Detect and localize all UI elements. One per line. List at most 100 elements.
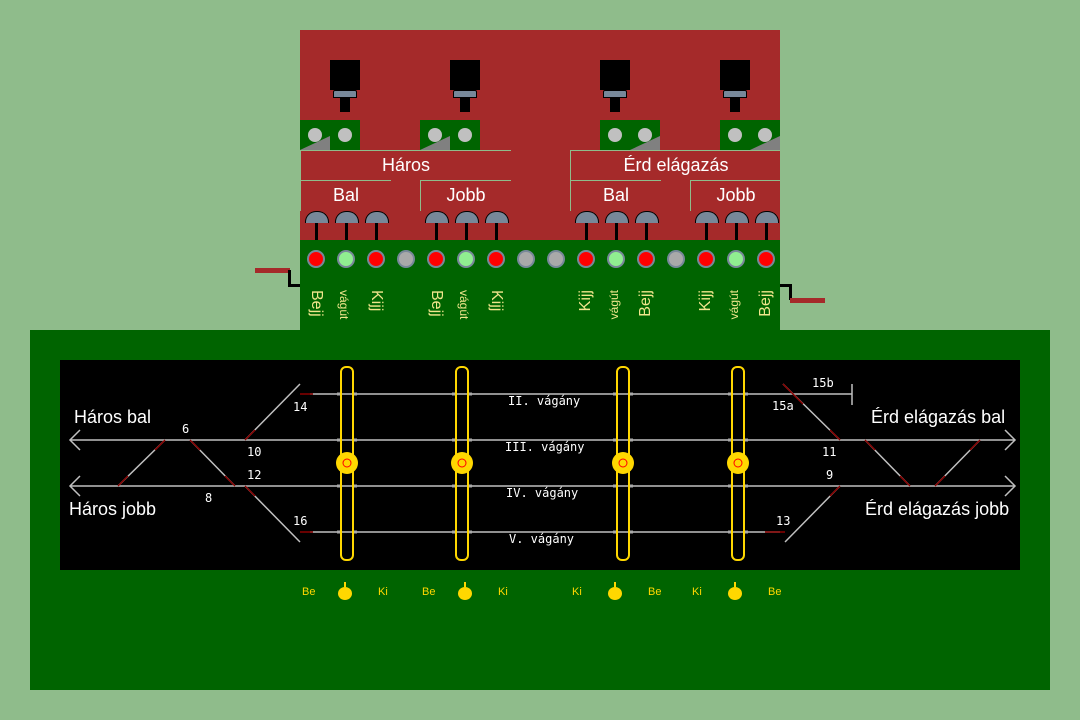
track-label-iv: IV. vágány: [506, 486, 579, 500]
station-erd-bal: Érd elágazás bal: [871, 407, 1006, 427]
led-green: [337, 250, 355, 268]
slider-handle-icon[interactable]: [612, 452, 634, 474]
signal-cap-icon: [603, 90, 627, 98]
track-joint: [468, 484, 472, 488]
route-button-3[interactable]: [365, 211, 389, 241]
led-label: vágút: [607, 290, 621, 320]
track-joint: [337, 484, 341, 488]
route-button-1[interactable]: [305, 211, 329, 241]
track-joint: [452, 392, 456, 396]
knob-label: Be: [648, 586, 662, 598]
switch-indicator-2[interactable]: [420, 120, 480, 150]
route-knob-2[interactable]: [458, 582, 472, 600]
knob-pointer-icon: [344, 582, 346, 587]
led-label: vágút: [457, 290, 471, 320]
button-stem-icon: [615, 223, 618, 241]
route-button-5[interactable]: [455, 211, 479, 241]
track-label-iii: III. vágány: [505, 440, 585, 454]
track-joint: [613, 438, 617, 442]
group-haros: Háros: [300, 150, 511, 181]
mushroom-button-icon: [425, 211, 449, 223]
track-joint: [728, 392, 732, 396]
signal-1[interactable]: [330, 60, 360, 112]
mushroom-button-icon: [485, 211, 509, 223]
led-label: Bejj: [428, 290, 445, 317]
track-joint: [353, 438, 357, 442]
arrow-left-icon: [68, 429, 81, 451]
slider-handle-icon[interactable]: [336, 452, 358, 474]
signal-cap-icon: [723, 90, 747, 98]
led-label: Bejj: [308, 290, 325, 317]
track-joint: [613, 530, 617, 534]
route-button-7[interactable]: [575, 211, 599, 241]
button-stem-icon: [705, 223, 708, 241]
slider-handle-icon[interactable]: [727, 452, 749, 474]
led-red: [487, 250, 505, 268]
track-label-v: V. vágány: [509, 532, 575, 546]
mushroom-button-icon: [335, 211, 359, 223]
mushroom-button-icon: [365, 211, 389, 223]
dot-icon: [428, 128, 442, 142]
led-off: [517, 250, 535, 268]
route-knob-4[interactable]: [728, 582, 742, 600]
knob-label: Ki: [572, 586, 582, 598]
track-joint: [629, 392, 633, 396]
switch-number: 14: [293, 400, 308, 414]
signal-head-icon: [450, 60, 480, 90]
signal-cap-icon: [333, 90, 357, 98]
switch-indicator-3[interactable]: [600, 120, 660, 150]
route-knob-3[interactable]: [608, 582, 622, 600]
handle-center-icon: [342, 458, 352, 468]
route-button-10[interactable]: [695, 211, 719, 241]
led-green: [607, 250, 625, 268]
route-button-9[interactable]: [635, 211, 659, 241]
track-joint: [744, 530, 748, 534]
button-stem-icon: [345, 223, 348, 241]
group-label: Érd elágazás: [623, 155, 729, 175]
switch-indicator-1[interactable]: [300, 120, 360, 150]
mushroom-button-icon: [695, 211, 719, 223]
track-joint: [629, 530, 633, 534]
track-joint: [728, 438, 732, 442]
subgroup-label: Jobb: [446, 185, 486, 205]
signal-stem-icon: [340, 98, 350, 112]
route-knob-1[interactable]: [338, 582, 352, 600]
track-joint: [353, 530, 357, 534]
track-joint: [353, 484, 357, 488]
signal-2[interactable]: [450, 60, 480, 112]
track-joint: [728, 484, 732, 488]
signal-stem-icon: [460, 98, 470, 112]
route-button-6[interactable]: [485, 211, 509, 241]
route-button-8[interactable]: [605, 211, 629, 241]
track-joint: [337, 392, 341, 396]
signal-3[interactable]: [600, 60, 630, 112]
led-red: [367, 250, 385, 268]
track-joint: [337, 438, 341, 442]
slider-handle-icon[interactable]: [451, 452, 473, 474]
dot-icon: [458, 128, 472, 142]
route-button-4[interactable]: [425, 211, 449, 241]
station-haros-bal: Háros bal: [74, 407, 152, 427]
switch-indicator-4[interactable]: [720, 120, 780, 150]
track-joint: [353, 392, 357, 396]
knob-label: Be: [302, 586, 316, 598]
route-button-2[interactable]: [335, 211, 359, 241]
route-button-12[interactable]: [755, 211, 779, 241]
station-haros-jobb: Háros jobb: [69, 499, 157, 519]
dot-icon: [758, 128, 772, 142]
signal-4[interactable]: [720, 60, 750, 112]
group-label: Háros: [381, 155, 430, 175]
track-svg: [68, 366, 1017, 561]
connector-left-wire: [288, 270, 291, 286]
led-label: Kijj: [488, 290, 505, 312]
button-stem-icon: [495, 223, 498, 241]
arrow-right-icon: [1004, 429, 1017, 451]
switch-number: 15b: [812, 376, 834, 390]
route-button-11[interactable]: [725, 211, 749, 241]
dot-icon: [638, 128, 652, 142]
signal-head-icon: [720, 60, 750, 90]
led-off: [547, 250, 565, 268]
connector-left-wire: [288, 284, 300, 287]
mushroom-button-icon: [755, 211, 779, 223]
mushroom-button-icon: [635, 211, 659, 223]
